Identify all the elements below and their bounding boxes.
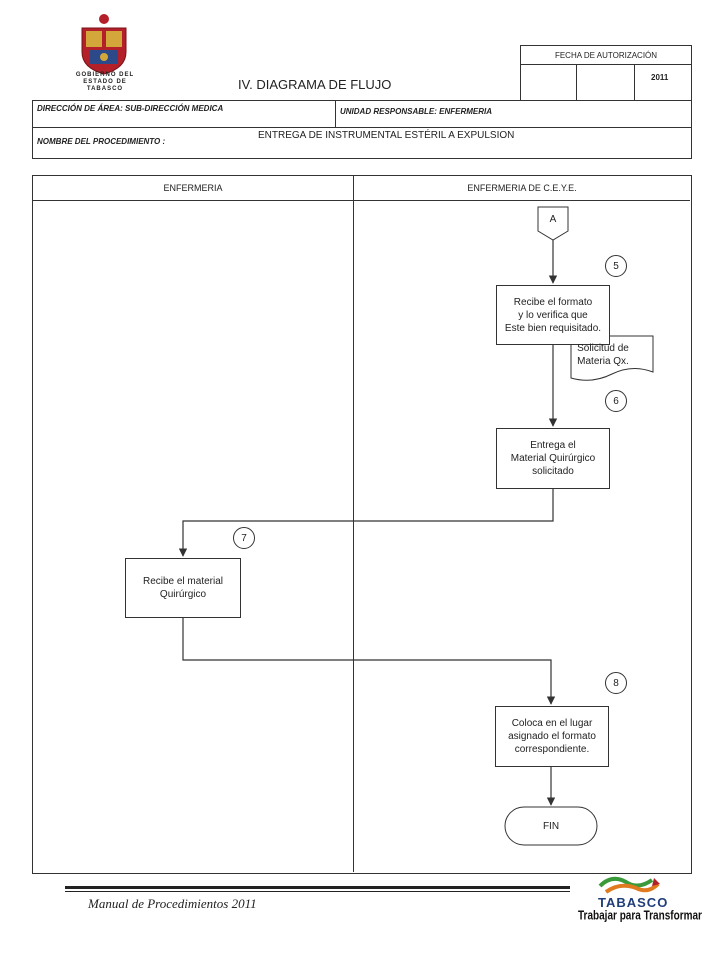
document-shape bbox=[570, 335, 654, 381]
step-number-8: 8 bbox=[605, 672, 627, 694]
process-entrega-material: Entrega el Material Quirúrgico solicitad… bbox=[496, 428, 610, 489]
process-text-line: Coloca en el lugar bbox=[511, 718, 593, 729]
lane-divider bbox=[353, 176, 354, 872]
process-text-line: Entrega el bbox=[530, 440, 576, 451]
process-text: Recibe el formato y lo verifica que Este… bbox=[505, 296, 601, 335]
logo-text-line: ESTADO DE bbox=[83, 79, 127, 85]
offpage-connector-shape bbox=[537, 206, 569, 241]
process-text: Entrega el Material Quirúrgico solicitad… bbox=[511, 439, 595, 478]
lane-title-ceye: ENFERMERIA DE C.E.Y.E. bbox=[467, 183, 577, 193]
process-text-line: Material Quirúrgico bbox=[510, 453, 596, 464]
lane-header-divider bbox=[33, 200, 690, 201]
direccion-cell: DIRECCIÓN DE ÁREA: SUB-DIRECCIÓN MEDICA bbox=[32, 100, 337, 129]
fecha-cell-divider bbox=[634, 64, 635, 102]
procedimiento-label: NOMBRE DEL PROCEDIMIENTO : bbox=[37, 137, 166, 146]
page-title: IV. DIAGRAMA DE FLUJO bbox=[238, 77, 392, 92]
logo-text-line: TABASCO bbox=[86, 86, 124, 92]
footer-rule-thin bbox=[65, 891, 570, 892]
logo-text-line: GOBIERNO DEL bbox=[75, 72, 135, 78]
process-coloca-formato: Coloca en el lugar asignado el formato c… bbox=[495, 706, 609, 767]
process-text-line: Quirúrgico bbox=[159, 589, 207, 600]
lane-title-enfermeria: ENFERMERIA bbox=[163, 183, 223, 193]
process-text-line: asignado el formato bbox=[508, 731, 596, 742]
arrow-recibe-material-to-coloca bbox=[182, 617, 556, 705]
process-recibe-formato: Recibe el formato y lo verifica que Este… bbox=[496, 285, 610, 345]
step-number-7: 7 bbox=[233, 527, 255, 549]
unidad-label: UNIDAD RESPONSABLE: ENFERMERIA bbox=[340, 107, 493, 116]
arrow-entrega-to-recibe-material bbox=[178, 488, 554, 557]
logo-text: GOBIERNO DEL ESTADO DE TABASCO bbox=[66, 72, 144, 93]
brand-slogan: Trabajar para Transformar bbox=[578, 909, 702, 924]
process-text-line: correspondiente. bbox=[514, 744, 590, 755]
tabasco-swoosh-icon bbox=[598, 876, 660, 894]
process-recibe-material: Recibe el material Quirúrgico bbox=[125, 558, 241, 618]
process-text-line: Recibe el material bbox=[142, 576, 224, 587]
direccion-label: DIRECCIÓN DE ÁREA: SUB-DIRECCIÓN MEDICA bbox=[37, 104, 224, 113]
process-text-line: Este bien requisitado. bbox=[504, 322, 602, 334]
brand-name: TABASCO bbox=[598, 895, 669, 910]
coat-of-arms-logo bbox=[70, 12, 140, 92]
process-text-line: y lo verifica que bbox=[518, 309, 588, 321]
procedimiento-value: ENTREGA DE INSTRUMENTAL ESTÉRIL A EXPULS… bbox=[258, 130, 515, 141]
process-text-line: Recibe el formato bbox=[513, 296, 593, 308]
offpage-connector-label: A bbox=[549, 213, 557, 225]
document-text-line: Solicitud de bbox=[577, 343, 629, 354]
tabasco-brand-logo: TABASCO Trabajar para Transformar bbox=[578, 872, 702, 932]
document-text-line: Materia Qx. bbox=[577, 356, 629, 367]
unidad-cell: UNIDAD RESPONSABLE: ENFERMERIA bbox=[335, 100, 692, 129]
footer-rule-thick bbox=[65, 886, 570, 889]
process-text: Coloca en el lugar asignado el formato c… bbox=[508, 717, 596, 756]
process-text: Recibe el material Quirúrgico bbox=[143, 575, 223, 601]
manual-footer-text: Manual de Procedimientos 2011 bbox=[88, 896, 257, 911]
fecha-cell-divider bbox=[576, 64, 577, 102]
fin-terminator-shape bbox=[504, 806, 598, 846]
fecha-label: FECHA DE AUTORIZACIÓN bbox=[521, 46, 691, 65]
step-number-6: 6 bbox=[605, 390, 627, 412]
fecha-year: 2011 bbox=[651, 73, 669, 82]
shield-icon bbox=[81, 14, 127, 75]
procedimiento-cell: NOMBRE DEL PROCEDIMIENTO : ENTREGA DE IN… bbox=[32, 127, 692, 159]
process-text-line: solicitado bbox=[532, 466, 574, 477]
fin-label: FIN bbox=[542, 820, 560, 832]
step-number-5: 5 bbox=[605, 255, 627, 277]
document-solicitud-label: Solicitud de Materia Qx. bbox=[573, 342, 633, 368]
